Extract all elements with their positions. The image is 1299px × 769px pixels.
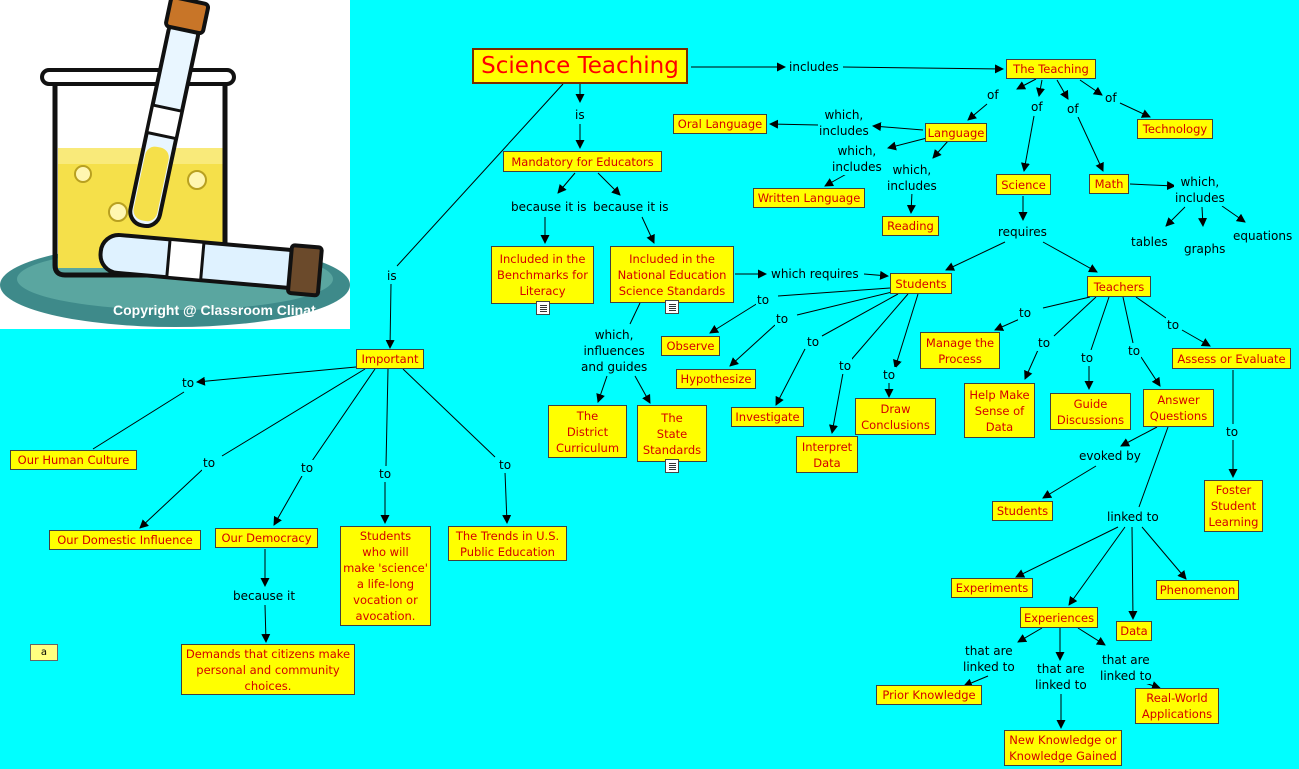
- link-label: which, includes: [831, 143, 883, 175]
- node-help-make-sense-of-data[interactable]: Help Make Sense of Data: [964, 383, 1035, 438]
- node-science[interactable]: Science: [996, 174, 1051, 195]
- node-experiences[interactable]: Experiences: [1020, 607, 1098, 628]
- document-resource-icon[interactable]: [536, 301, 550, 315]
- document-resource-icon[interactable]: [665, 459, 679, 473]
- node-district-curriculum[interactable]: The District Curriculum: [548, 405, 627, 458]
- link-label: that are linked to: [962, 643, 1016, 675]
- node-language[interactable]: Language: [925, 123, 987, 142]
- node-students[interactable]: Students: [890, 273, 952, 294]
- node-science-teaching[interactable]: Science Teaching: [472, 48, 688, 84]
- note-icon[interactable]: a: [30, 644, 58, 661]
- node-guide-discussions[interactable]: Guide Discussions: [1050, 393, 1131, 430]
- node-reading[interactable]: Reading: [882, 216, 939, 236]
- link-label: evoked by: [1078, 448, 1142, 464]
- link-label: equations: [1232, 228, 1294, 244]
- link-label: graphs: [1183, 241, 1227, 257]
- node-students-who-will-make-science[interactable]: Students who will make 'science' a life-…: [340, 526, 431, 626]
- beaker-image-icon: [0, 0, 350, 327]
- node-draw-conclusions[interactable]: Draw Conclusions: [855, 398, 936, 435]
- node-written-language[interactable]: Written Language: [753, 188, 865, 208]
- beaker-test-tube-clipart: Copyright @ Classroom Clinat: [0, 0, 350, 329]
- node-state-standards[interactable]: The State Standards: [637, 405, 707, 462]
- link-label: of: [1104, 90, 1118, 106]
- node-hypothesize[interactable]: Hypothesize: [676, 369, 756, 389]
- node-our-domestic-influence[interactable]: Our Domestic Influence: [49, 530, 201, 550]
- link-label: to: [1225, 424, 1240, 440]
- node-data[interactable]: Data: [1116, 621, 1152, 641]
- node-teachers[interactable]: Teachers: [1087, 276, 1151, 297]
- node-answer-questions[interactable]: Answer Questions: [1143, 389, 1214, 427]
- node-the-teaching[interactable]: The Teaching: [1006, 59, 1096, 79]
- document-resource-icon[interactable]: [665, 300, 679, 314]
- link-label: that are linked to: [1034, 661, 1088, 693]
- link-label: of: [986, 87, 1000, 103]
- node-important[interactable]: Important: [356, 349, 424, 369]
- node-phenomenon[interactable]: Phenomenon: [1156, 580, 1239, 600]
- link-label: to: [1166, 317, 1181, 333]
- link-label: to: [181, 375, 196, 391]
- node-interpret-data[interactable]: Interpret Data: [796, 436, 858, 473]
- node-real-world-applications[interactable]: Real-World Applications: [1135, 688, 1219, 724]
- link-label: requires: [997, 224, 1048, 240]
- node-our-democracy[interactable]: Our Democracy: [215, 528, 318, 548]
- node-assess-or-evaluate[interactable]: Assess or Evaluate: [1172, 348, 1291, 369]
- node-math[interactable]: Math: [1089, 174, 1129, 194]
- link-label: to: [838, 358, 853, 374]
- link-label: of: [1066, 101, 1080, 117]
- link-label: to: [1127, 343, 1142, 359]
- link-label: to: [1018, 305, 1033, 321]
- node-manage-the-process[interactable]: Manage the Process: [920, 332, 1000, 369]
- link-label: to: [806, 334, 821, 350]
- link-label: to: [300, 460, 315, 476]
- link-label: to: [498, 457, 513, 473]
- link-label: that are linked to: [1099, 652, 1153, 684]
- link-label: to: [775, 311, 790, 327]
- node-foster-student-learning[interactable]: Foster Student Learning: [1204, 480, 1263, 532]
- node-technology[interactable]: Technology: [1137, 119, 1213, 139]
- link-label: to: [882, 367, 897, 383]
- link-label: which, includes: [1174, 174, 1226, 206]
- node-new-knowledge[interactable]: New Knowledge or Knowledge Gained: [1004, 730, 1122, 766]
- link-label: which, influences and guides: [580, 327, 649, 375]
- link-label: linked to: [1106, 509, 1160, 525]
- node-mandatory-for-educators[interactable]: Mandatory for Educators: [503, 151, 662, 172]
- link-label: because it is: [592, 199, 670, 215]
- node-trends-in-us-public-education[interactable]: The Trends in U.S. Public Education: [448, 526, 567, 561]
- node-national-education-science-standards[interactable]: Included in the National Education Scien…: [610, 246, 734, 303]
- link-label: which, includes: [818, 107, 870, 139]
- node-observe[interactable]: Observe: [661, 336, 720, 356]
- node-oral-language[interactable]: Oral Language: [673, 114, 767, 134]
- link-label: which requires: [770, 266, 860, 282]
- link-label: which, includes: [886, 162, 938, 194]
- node-experiments[interactable]: Experiments: [951, 578, 1033, 598]
- node-investigate[interactable]: Investigate: [731, 407, 804, 427]
- link-label: includes: [788, 59, 840, 75]
- link-label: is: [386, 268, 398, 284]
- link-label: to: [756, 292, 771, 308]
- node-prior-knowledge[interactable]: Prior Knowledge: [876, 685, 982, 705]
- link-label: is: [574, 107, 586, 123]
- link-label: to: [1037, 335, 1052, 351]
- link-label: because it: [232, 588, 297, 604]
- node-students-evoked[interactable]: Students: [992, 501, 1053, 521]
- link-label: because it is: [510, 199, 588, 215]
- link-label: of: [1030, 99, 1044, 115]
- copyright-text: Copyright @ Classroom Clinat: [113, 302, 316, 318]
- link-label: to: [378, 466, 393, 482]
- node-our-human-culture[interactable]: Our Human Culture: [10, 450, 137, 470]
- link-label: to: [1080, 350, 1095, 366]
- link-label: tables: [1130, 234, 1169, 250]
- node-demands-citizens-choices[interactable]: Demands that citizens make personal and …: [181, 644, 355, 695]
- link-label: to: [202, 455, 217, 471]
- node-benchmarks-for-literacy[interactable]: Included in the Benchmarks for Literacy: [491, 246, 594, 304]
